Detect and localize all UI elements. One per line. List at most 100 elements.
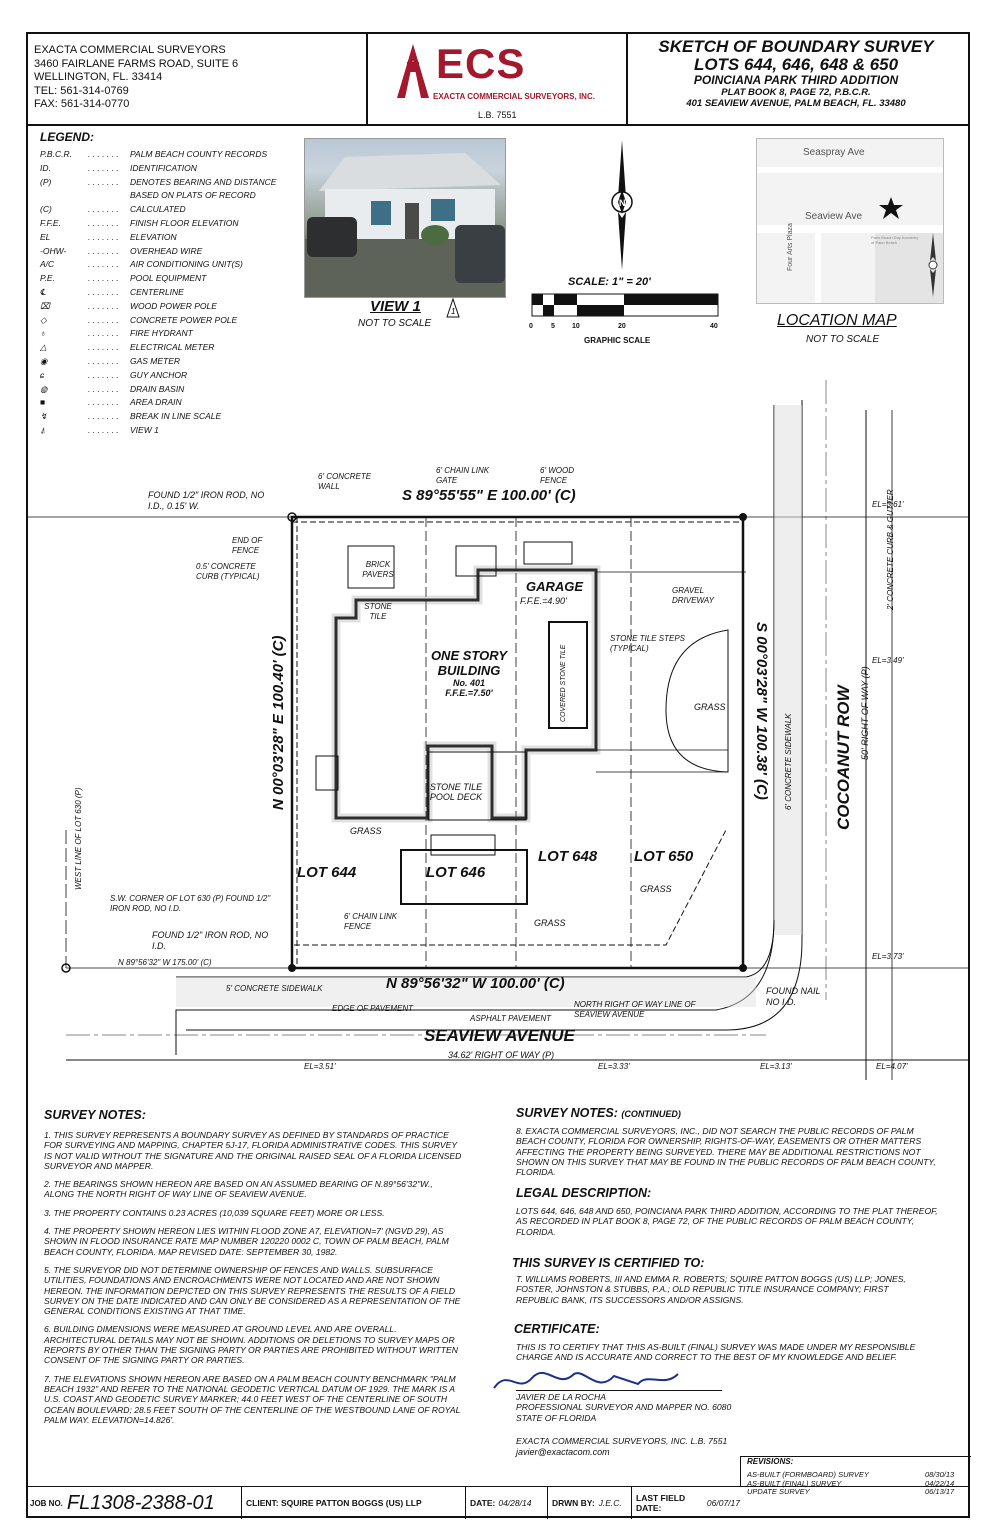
header-divider-left [366,32,368,125]
annotation-iron-rod-sw: FOUND 1/2" IRON ROD, NO I.D. [152,930,269,951]
covered-stone-tile [548,621,588,729]
stone-tile-pool-deck [427,751,527,821]
legend-desc: GAS METER [130,355,181,366]
lot-644: LOT 644 [297,864,357,881]
legend-item: ɕ. . . . . . .GUY ANCHOR [40,369,276,383]
legend-desc: FINISH FLOOR ELEVATION [130,217,239,228]
legend-abbr: △ [40,342,47,353]
north-bearing: S 89°55'55" E 100.00' (C) [402,487,576,504]
legend-item: ◉. . . . . . .GAS METER [40,355,276,369]
survey-sheet [26,32,970,1518]
legend: P.B.C.R.. . . . . . .PALM BEACH COUNTY R… [40,148,276,438]
legend-abbr: F.F.E. [40,217,61,228]
west-bearing: N 00°03'28" E 100.40' (C) [270,635,287,810]
legend-desc: AIR CONDITIONING UNIT(S) [130,259,243,270]
surveyor-tripod-icon [397,44,429,98]
elevation: EL=3.51' [304,1062,336,1071]
elevation: EL=3.73' [872,952,904,961]
north-arrow-icon: N [611,140,633,270]
company-address2: WELLINGTON, FL. 33414 [34,71,163,83]
legend-leader: . . . . . . . [88,286,119,297]
pool-steps [430,834,496,856]
legend-abbr: ID. [40,162,51,173]
header-divider-right [626,32,628,125]
legend-leader: . . . . . . . [88,162,119,173]
scale-label: SCALE: 1" = 20' [568,276,651,288]
legend-leader: . . . . . . . [88,328,119,339]
building-type: ONE STORY [430,648,508,663]
legend-desc: WOOD POWER POLE [130,300,217,311]
certificate-name: JAVIER DE LA ROCHA [516,1392,606,1402]
legend-abbr: ↯ [40,411,48,422]
drwn-value: J.E.C. [598,1498,622,1508]
legend-item: P.E.. . . . . . .POOL EQUIPMENT [40,272,276,286]
svg-text:1: 1 [451,307,455,316]
revision-date: 06/13/17 [925,1487,955,1496]
survey-note: 6. BUILDING DIMENSIONS WERE MEASURED AT … [44,1324,458,1366]
legend-item: P.B.C.R.. . . . . . .PALM BEACH COUNTY R… [40,148,276,162]
legend-abbr: ⌧ [40,300,50,311]
survey-note: 2. THE BEARINGS SHOWN HEREON ARE BASED O… [44,1179,433,1200]
street-name-cocoanut: COCOANUT ROW [834,685,853,830]
map-street-seaview: Seaview Ave [805,211,863,222]
legend-item: (C) . . . . . . . CALCULATED [40,203,276,217]
revision-date: 04/22/14 [925,1478,955,1488]
annotation-stone-steps: STONE TILE STEPS (TYPICAL) [610,634,685,653]
elevation: EL=3.33' [598,1062,630,1071]
legend-abbr: EL [40,231,51,242]
svg-text:N: N [619,198,626,208]
legend-desc: OVERHEAD WIRE [130,245,203,256]
legend-desc: BREAK IN LINE SCALE [130,411,222,422]
iron-rod-sw [288,964,296,972]
legend-leader: . . . . . . . [88,342,119,353]
legend-item: ℄. . . . . . .CENTERLINE [40,286,276,300]
grass-label: GRASS [534,918,566,928]
annotation-concrete-wall: 6' CONCRETE WALL [318,472,372,491]
certified-text: T. WILLIAMS ROBERTS, III AND EMMA R. ROB… [516,1274,906,1305]
certificate-role: PROFESSIONAL SURVEYOR AND MAPPER NO. 608… [516,1402,732,1413]
scale-tick: 40 [710,323,718,330]
building-label: ONE STORY BUILDING No. 401 F.F.E.=7.50' [424,648,514,698]
west-line-bearing: N 89°56'32" W 175.00' (C) [118,958,212,967]
annotation-curb: 0.5' CONCRETE CURB (TYPICAL) [196,562,260,581]
legend-desc: ELECTRICAL METER [130,342,215,353]
annotation-edge-pavement: EDGE OF PAVEMENT [332,1004,414,1013]
legend-abbr: ◍ [40,383,48,394]
view1-photo [304,138,506,298]
legend-desc: CALCULATED [130,204,186,215]
survey-note: 5. THE SURVEYOR DID NOT DETERMINE OWNERS… [44,1264,461,1317]
property-star-icon [879,197,903,219]
legend-desc: FIRE HYDRANT [130,328,193,339]
property-boundary [290,515,745,970]
legend-leader: . . . . . . . [88,300,119,311]
legend-desc: POOL EQUIPMENT [130,273,207,284]
revision-date: 08/30/13 [925,1470,955,1479]
legal-title: LEGAL DESCRIPTION: [516,1186,652,1200]
elevation: EL=3.61' [872,500,904,509]
elevation: EL=4.07' [876,1062,908,1071]
job-label: JOB NO. [30,1498,63,1508]
grass-label: GRASS [640,884,672,894]
legend-item: ◇. . . . . . .CONCRETE POWER POLE [40,314,276,328]
revision-desc: UPDATE SURVEY [747,1487,810,1496]
sidewalk-east-outer [186,400,803,1031]
east-bearing: S 00°03'28" W 100.38' (C) [753,622,770,800]
legend-leader: . . . . . . . [88,204,119,215]
scale-tick: 10 [572,323,580,330]
job-number: FL1308-2388-01 [66,1491,215,1514]
annotation-brick-pavers: BRICK PAVERS [362,560,394,579]
revisions-title: REVISIONS: [747,1457,794,1466]
survey-note: 4. THE PROPERTY SHOWN HEREON LIES WITHIN… [44,1226,449,1257]
pool-deck-label: STONE TILE POOL DECK [429,782,483,802]
legend-abbr: ■ [40,397,46,408]
brick-pavers [347,545,395,589]
legend-abbr: (C) [40,204,52,215]
legend-desc: GUY ANCHOR [130,369,188,380]
legend-abbr: A/C [40,259,55,270]
certificate-company: EXACTA COMMERCIAL SURVEYORS, INC. L.B. 7… [516,1436,728,1446]
legend-desc: VIEW 1 [130,424,159,435]
survey-notes-title: SURVEY NOTES: [44,1108,146,1122]
legend-item: ↯. . . . . . .BREAK IN LINE SCALE [40,410,276,424]
legend-leader: . . . . . . . [88,424,119,435]
certified-title: THIS SURVEY IS CERTIFIED TO: [512,1256,705,1270]
